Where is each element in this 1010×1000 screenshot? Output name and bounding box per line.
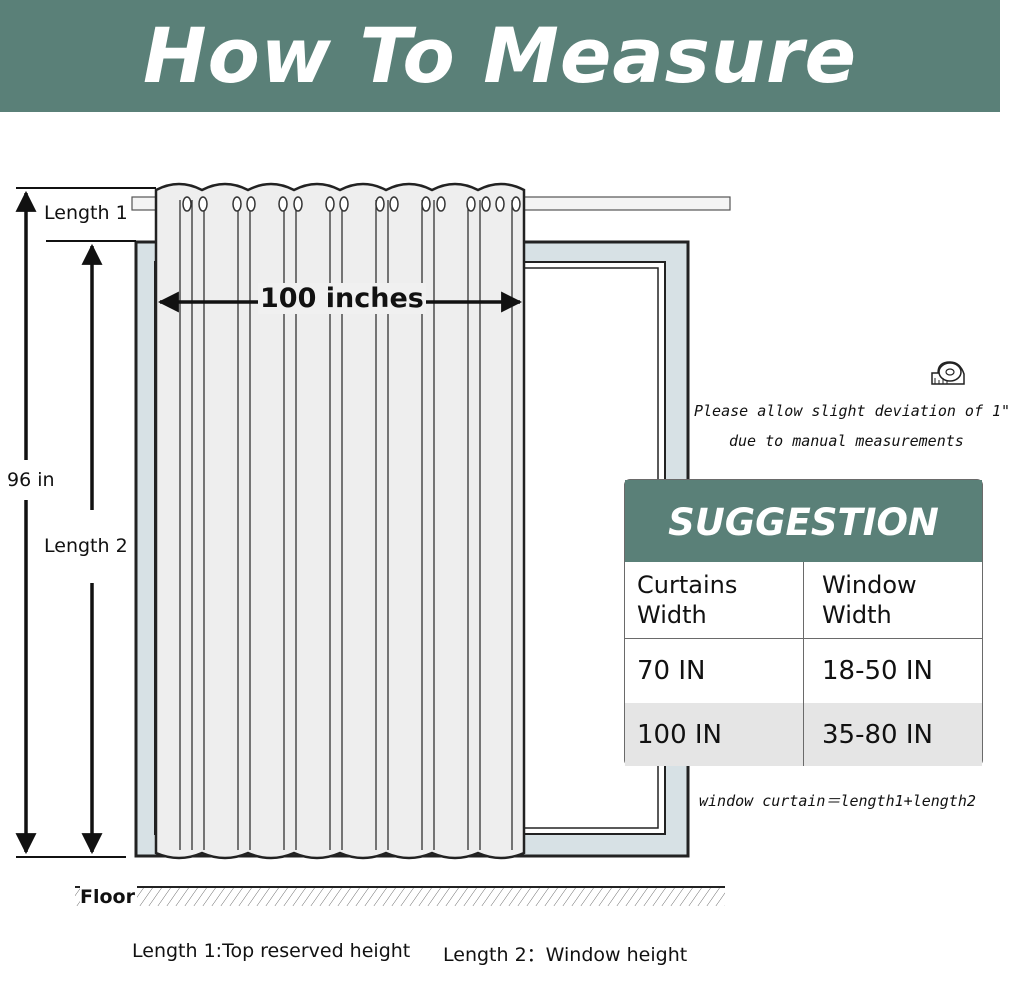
header-window-width: Window Width xyxy=(822,571,917,629)
suggestion-title: SUGGESTION xyxy=(625,480,982,562)
table-row: 70 IN 18-50 IN xyxy=(625,638,982,703)
length2-label: Length 2 xyxy=(44,535,128,557)
curtain-width-label: 100 inches xyxy=(258,283,426,314)
cell-curtain-width: 70 IN xyxy=(625,638,804,703)
floor xyxy=(75,886,725,906)
dimension-guides xyxy=(16,187,156,858)
legend-length1: Length 1:Top reserved height xyxy=(132,940,411,962)
tape-measure-icon xyxy=(931,361,965,385)
length1-label: Length 1 xyxy=(44,202,128,224)
total-height-label: 96 in xyxy=(7,469,55,491)
header-curtains-width: Curtains Width xyxy=(625,562,804,639)
header-banner: How To Measure xyxy=(0,0,1000,112)
formula-note: window curtain＝length1+length2 xyxy=(699,792,976,810)
table-header-row: Curtains Width Window Width xyxy=(625,562,982,639)
deviation-note-line1: Please allow slight deviation of 1" xyxy=(694,402,1010,420)
page-title: How To Measure xyxy=(142,11,858,100)
deviation-note-line2: due to manual measurements xyxy=(729,432,964,450)
suggestion-table: SUGGESTION Curtains Width Window Width 7… xyxy=(624,479,983,766)
cell-window-width: 18-50 IN xyxy=(803,638,982,703)
floor-label: Floor xyxy=(80,886,137,908)
table-row: 100 IN 35-80 IN xyxy=(625,703,982,766)
suggestion-grid: Curtains Width Window Width 70 IN 18-50 … xyxy=(625,562,982,766)
cell-window-width: 35-80 IN xyxy=(803,703,982,766)
legend-length2: Length 2：Window height xyxy=(443,944,688,966)
cell-curtain-width: 100 IN xyxy=(625,703,804,766)
